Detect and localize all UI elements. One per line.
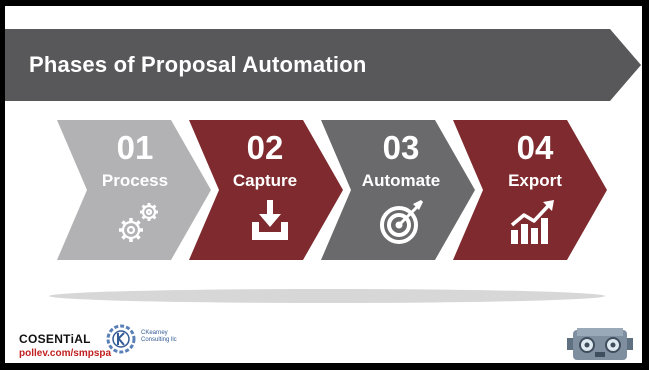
phase-4-label: Export: [508, 171, 562, 190]
phase-2-chevron: 02 Capture: [189, 120, 343, 260]
robot-mascot-icon: [567, 328, 633, 360]
phase-3-number: 03: [382, 129, 420, 166]
slide-title: Phases of Proposal Automation: [29, 52, 367, 77]
brand-logo: COSENTiAL: [19, 332, 91, 346]
chevron-shape: [321, 120, 475, 260]
phase-3-label: Automate: [361, 171, 441, 190]
chevron-shape: [453, 120, 607, 260]
title-banner: [5, 29, 641, 101]
growth-chart-icon: [510, 200, 554, 244]
phase-2-label: Capture: [232, 171, 298, 190]
phase-4-chevron: 04 Export: [453, 120, 607, 260]
phase-1-label: Process: [101, 171, 169, 190]
chevron-shape: [189, 120, 343, 260]
phase-1-chevron: 01 Process: [57, 120, 211, 260]
chevron-shape: [57, 120, 211, 260]
slide: Phases of Proposal Automation 01 Process: [5, 6, 642, 363]
partner-logo-text: CKearney Consulting llc: [141, 330, 177, 343]
gears-icon: [119, 203, 158, 242]
target-arrow-icon: [380, 200, 423, 244]
phase-1-number: 01: [116, 129, 154, 166]
phase-2-number: 02: [246, 129, 284, 166]
download-tray-icon: [252, 200, 288, 240]
floor-shadow: [49, 289, 605, 303]
phase-3-chevron: 03 Automate: [321, 120, 475, 260]
partner-logo-icon: [106, 324, 136, 354]
phase-4-number: 04: [516, 129, 554, 166]
poll-url: pollev.com/smpspa: [19, 348, 112, 359]
